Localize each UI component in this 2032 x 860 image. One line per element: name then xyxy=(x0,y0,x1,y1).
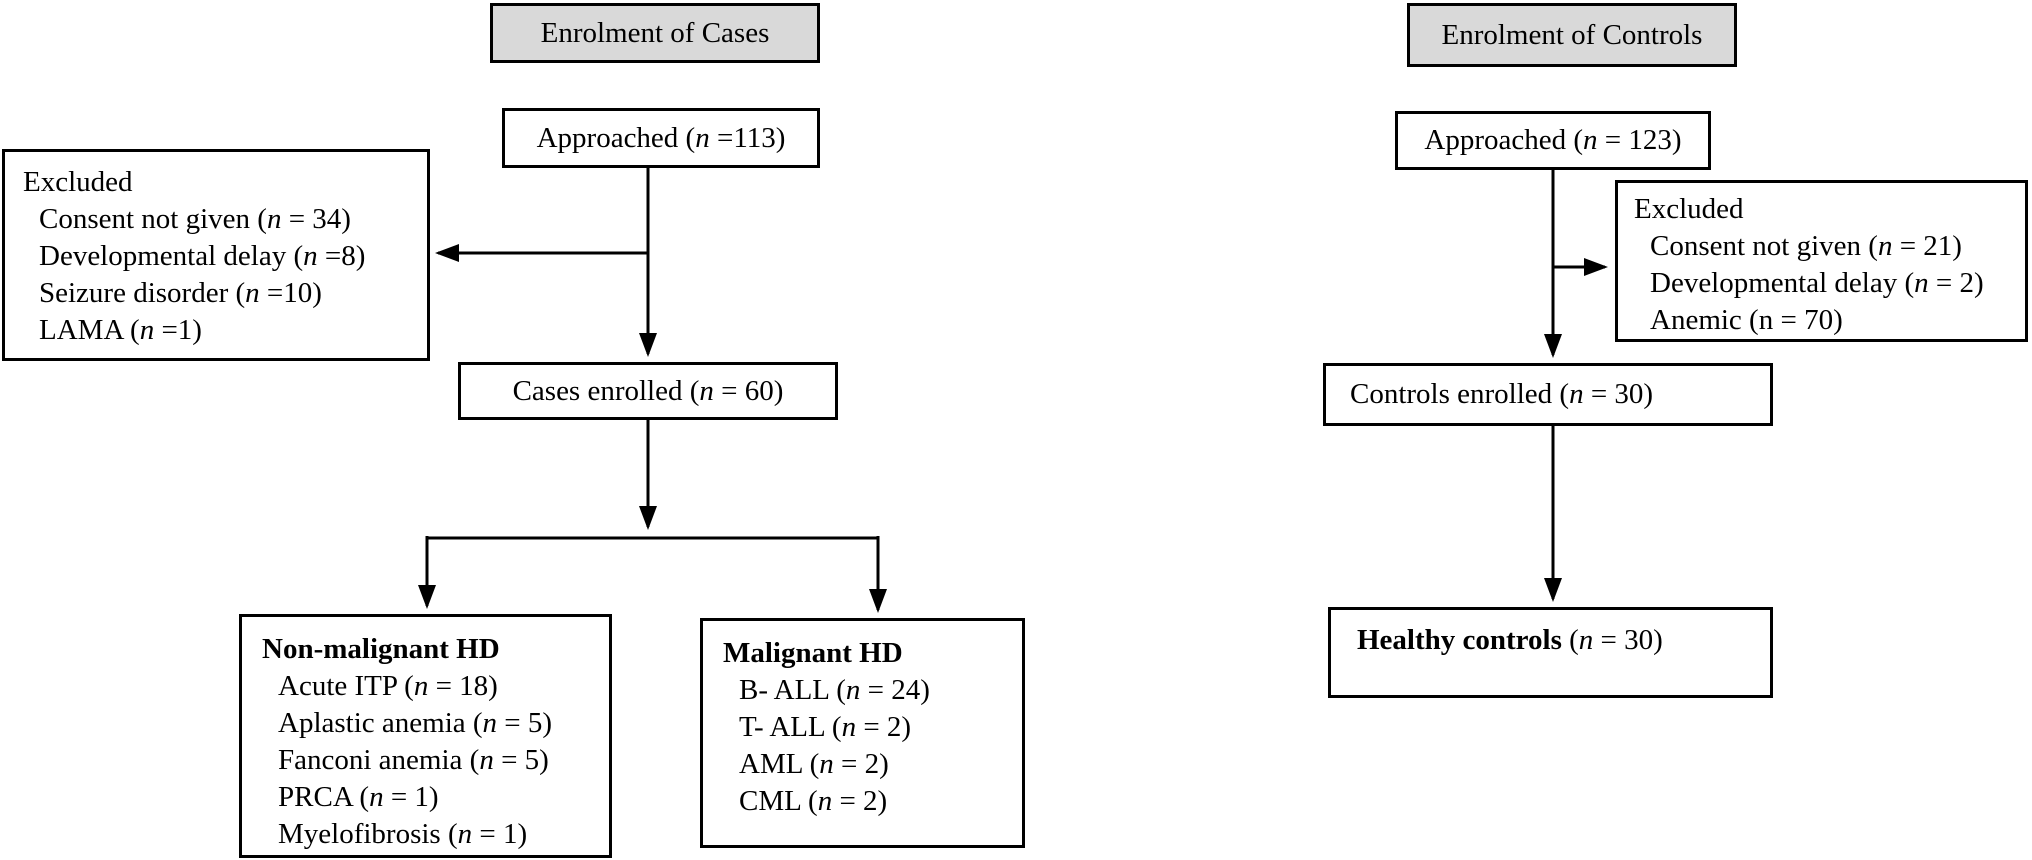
cases-excluded-item-consent: Consent not given (n = 34) xyxy=(39,203,351,235)
cases-header-label: Enrolment of Cases xyxy=(540,16,770,49)
cases-excluded-item-seizure: Seizure disorder (n =10) xyxy=(39,277,322,309)
controls-approached-box: Approached (n = 123) xyxy=(1395,111,1711,170)
controls-enrolled-label: Controls enrolled (n = 30) xyxy=(1350,378,1654,410)
non-malignant-item-acute-itp: Acute ITP (n = 18) xyxy=(278,670,498,702)
malignant-title: Malignant HD xyxy=(723,637,903,669)
non-malignant-item-myelofibrosis: Myelofibrosis (n = 1) xyxy=(278,818,528,850)
controls-excluded-item-anemic: Anemic (n = 70) xyxy=(1650,304,1843,336)
non-malignant-box: Non-malignant HD Acute ITP (n = 18) Apla… xyxy=(239,614,612,858)
controls-excluded-item-developmental-delay: Developmental delay (n = 2) xyxy=(1650,267,1984,299)
cases-excluded-item-developmental-delay: Developmental delay (n =8) xyxy=(39,240,366,272)
malignant-item-cml: CML (n = 2) xyxy=(739,785,888,817)
malignant-item-aml: AML (n = 2) xyxy=(739,748,889,780)
cases-excluded-box: Excluded Consent not given (n = 34) Deve… xyxy=(2,149,430,361)
controls-enrolled-box: Controls enrolled (n = 30) xyxy=(1323,363,1773,426)
healthy-controls-box: Healthy controls (n = 30) xyxy=(1328,607,1773,698)
malignant-item-t-all: T- ALL (n = 2) xyxy=(739,711,912,743)
cases-excluded-title: Excluded xyxy=(23,166,133,198)
controls-header-label: Enrolment of Controls xyxy=(1441,18,1703,51)
healthy-controls-label: Healthy controls (n = 30) xyxy=(1357,624,1663,656)
cases-approached-label: Approached (n =113) xyxy=(536,121,786,154)
non-malignant-item-prca: PRCA (n = 1) xyxy=(278,781,439,813)
controls-excluded-item-consent: Consent not given (n = 21) xyxy=(1650,230,1962,262)
non-malignant-item-aplastic-anemia: Aplastic anemia (n = 5) xyxy=(278,707,553,739)
cases-enrolled-label: Cases enrolled (n = 60) xyxy=(512,374,784,407)
cases-header-box: Enrolment of Cases xyxy=(490,3,820,63)
non-malignant-item-fanconi-anemia: Fanconi anemia (n = 5) xyxy=(278,744,549,776)
cases-enrolled-box: Cases enrolled (n = 60) xyxy=(458,362,838,420)
malignant-box: Malignant HD B- ALL (n = 24) T- ALL (n =… xyxy=(700,618,1025,848)
cases-approached-box: Approached (n =113) xyxy=(502,108,820,168)
malignant-item-b-all: B- ALL (n = 24) xyxy=(739,674,930,706)
non-malignant-title: Non-malignant HD xyxy=(262,633,500,665)
controls-excluded-title: Excluded xyxy=(1634,193,1744,225)
controls-approached-label: Approached (n = 123) xyxy=(1424,124,1682,156)
cases-excluded-item-lama: LAMA (n =1) xyxy=(39,314,202,346)
controls-header-box: Enrolment of Controls xyxy=(1407,3,1737,67)
controls-excluded-box: Excluded Consent not given (n = 21) Deve… xyxy=(1615,180,2028,342)
